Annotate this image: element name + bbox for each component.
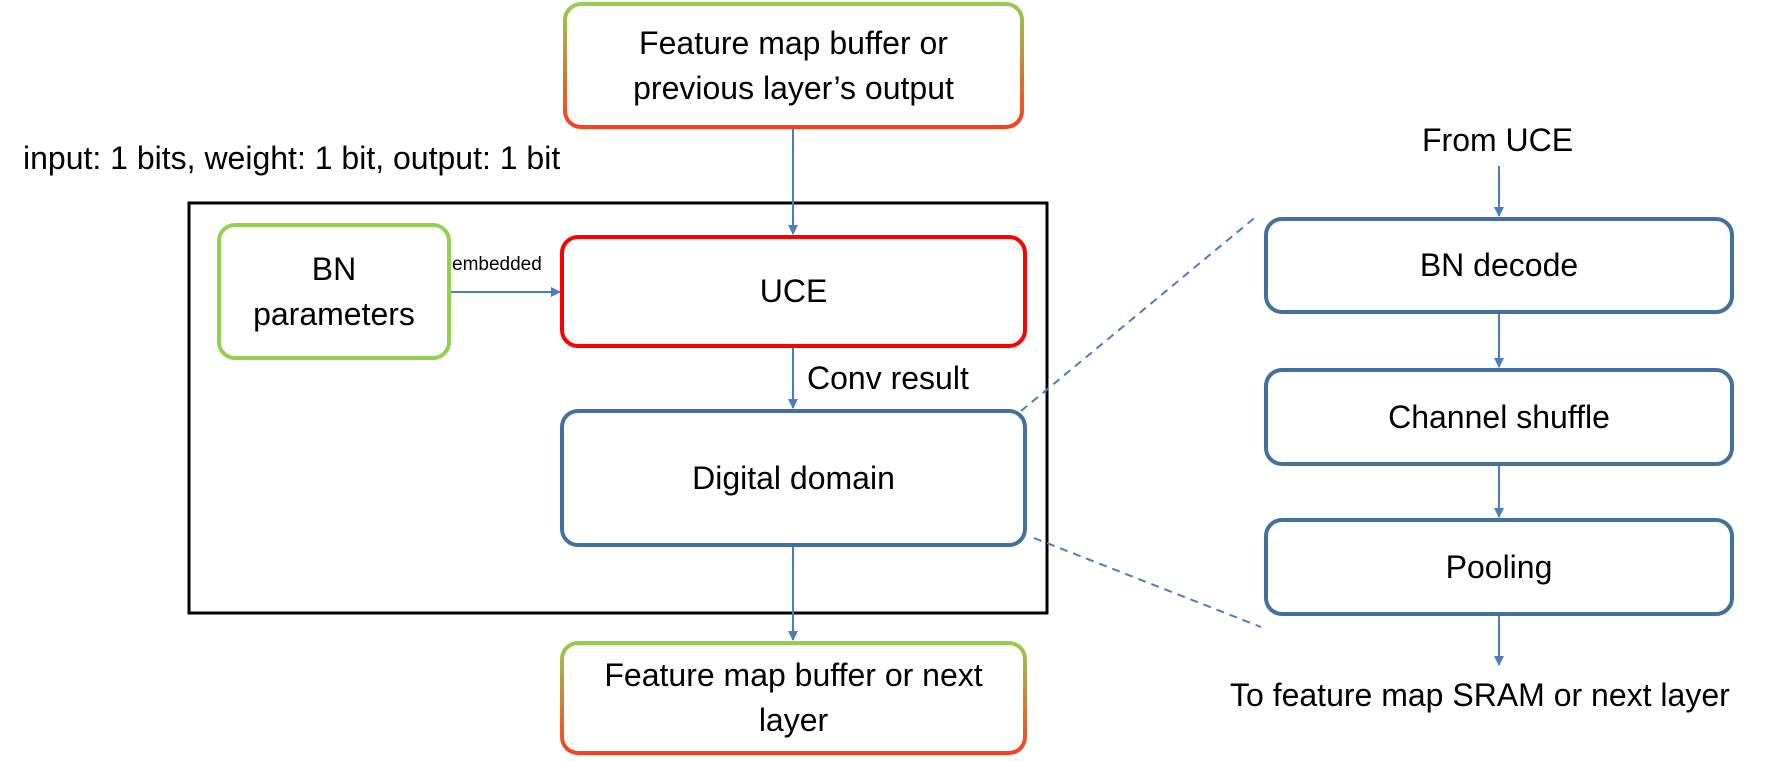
bottom-output-line2: layer [758, 702, 829, 738]
bn-line1: BN [311, 250, 357, 287]
uce-box: UCE [560, 235, 1027, 348]
bottom-output-box: Feature map buffer or next layer [560, 641, 1027, 755]
zoom-line-bottom [1033, 537, 1262, 628]
bn-decode-box: BN decode [1264, 217, 1734, 314]
conv-result-label: Conv result [807, 360, 969, 396]
bn-parameters-box: BN parameters [217, 223, 451, 360]
system-frame [187, 201, 1049, 615]
bottom-output-line1: Feature map buffer or next [604, 657, 983, 694]
pooling-box: Pooling [1264, 518, 1734, 616]
top-input-box: Feature map buffer or previous layer’s o… [563, 2, 1024, 129]
digital-domain-box: Digital domain [560, 409, 1027, 547]
top-input-line1: Feature map buffer or [639, 24, 948, 61]
from-uce-label: From UCE [1422, 122, 1574, 158]
embedded-label: embedded [452, 254, 542, 275]
channel-shuffle-box: Channel shuffle [1264, 368, 1734, 466]
output-destination-label: To feature map SRAM or next layer [1230, 677, 1730, 713]
bit-width-label: input: 1 bits, weight: 1 bit, output: 1 … [23, 140, 561, 176]
zoom-line-top [1020, 214, 1259, 412]
top-input-line2: previous layer’s output [633, 69, 954, 106]
bn-line2: parameters [253, 295, 415, 332]
